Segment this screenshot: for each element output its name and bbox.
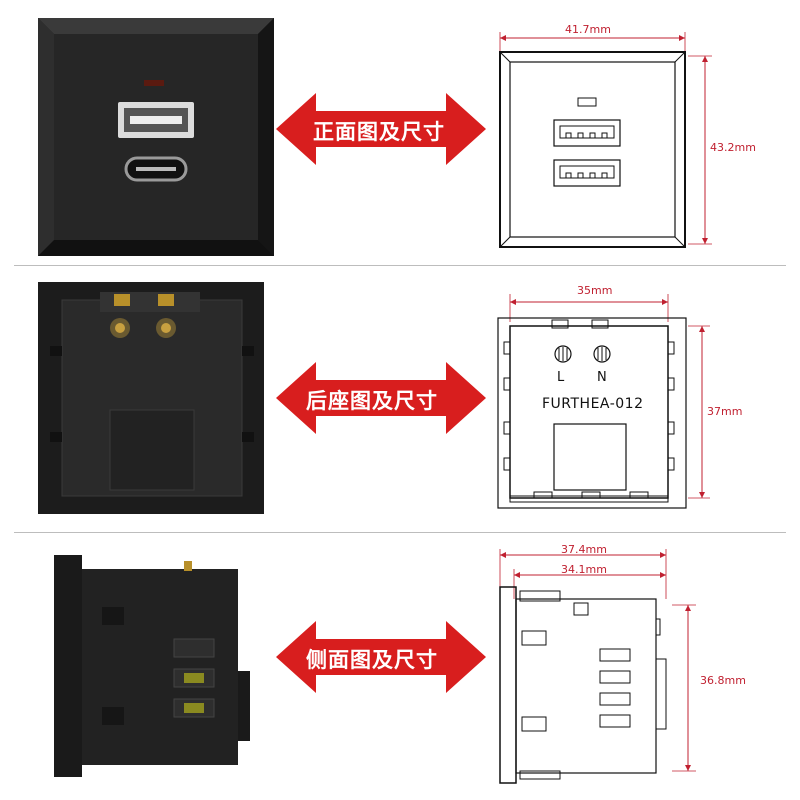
model-number: FURTHEA-012 xyxy=(542,396,644,412)
front-view-drawing xyxy=(499,32,712,248)
rear-height-dimension: 37mm xyxy=(707,405,743,418)
double-arrow-icon xyxy=(276,93,486,165)
front-view-label: 正面图及尺寸 xyxy=(313,120,445,144)
side-view-label: 侧面图及尺寸 xyxy=(306,648,438,672)
side-inner-width-dimension: 34.1mm xyxy=(561,563,607,576)
rear-view-photo xyxy=(38,282,264,514)
front-height-dimension: 43.2mm xyxy=(710,141,756,154)
double-arrow-icon xyxy=(276,621,486,693)
side-view-photo xyxy=(44,547,254,783)
terminal-l-label: L xyxy=(557,370,565,385)
row-divider xyxy=(14,532,786,533)
rear-view-label: 后座图及尺寸 xyxy=(306,389,438,413)
rear-view-row: 后座图及尺寸 35mm 37 xyxy=(0,266,800,532)
side-outer-width-dimension: 37.4mm xyxy=(561,543,607,556)
rear-width-dimension: 35mm xyxy=(577,284,613,297)
row-divider xyxy=(14,265,786,266)
terminal-n-label: N xyxy=(597,370,607,385)
front-view-row: 正面图及尺寸 41.7mm 43.2mm xyxy=(0,0,800,266)
front-width-dimension: 41.7mm xyxy=(565,23,611,36)
side-view-row: 侧面图及尺寸 37.4mm 34.1mm 36.8mm xyxy=(0,533,800,799)
front-view-photo xyxy=(38,18,274,256)
side-view-drawing xyxy=(499,549,696,784)
side-height-dimension: 36.8mm xyxy=(700,674,746,687)
double-arrow-icon xyxy=(276,362,486,434)
rear-view-drawing xyxy=(497,294,710,509)
